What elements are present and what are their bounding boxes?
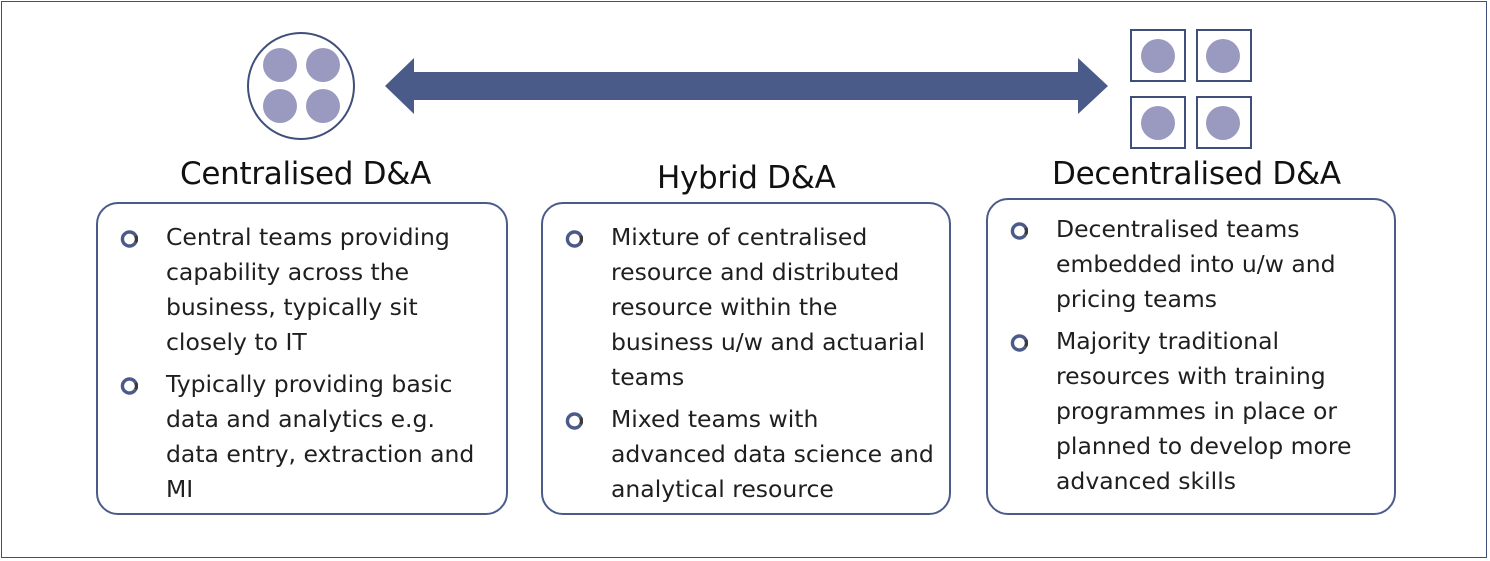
list-item: Central teams providing capability acros… bbox=[98, 220, 506, 360]
ring-bullet-icon bbox=[120, 230, 138, 248]
hybrid-box: Mixture of centralised resource and dist… bbox=[541, 202, 951, 515]
decentralised-heading: Decentralised D&A bbox=[1052, 156, 1341, 192]
four-circles-in-circle-icon bbox=[247, 32, 355, 140]
four-circles-in-squares-icon bbox=[1130, 29, 1252, 149]
bullet-text: Typically providing basic data and analy… bbox=[166, 370, 475, 503]
hybrid-bullet-list: Mixture of centralised resource and dist… bbox=[543, 220, 949, 507]
ring-bullet-icon bbox=[1010, 222, 1028, 240]
list-item: Typically providing basic data and analy… bbox=[98, 367, 506, 507]
ring-bullet-icon bbox=[120, 377, 138, 395]
ring-bullet-icon bbox=[565, 412, 583, 430]
ring-bullet-icon bbox=[565, 230, 583, 248]
list-item: Mixture of centralised resource and dist… bbox=[543, 220, 949, 395]
bullet-text: Majority traditional resources with trai… bbox=[1056, 327, 1352, 495]
list-item: Majority traditional resources with trai… bbox=[988, 324, 1394, 499]
bullet-text: Central teams providing capability acros… bbox=[166, 223, 450, 356]
bullet-text: Mixture of centralised resource and dist… bbox=[611, 223, 926, 391]
list-item: Mixed teams with advanced data science a… bbox=[543, 402, 949, 507]
centralised-heading: Centralised D&A bbox=[180, 156, 431, 192]
double-headed-arrow bbox=[385, 58, 1108, 114]
bullet-text: Mixed teams with advanced data science a… bbox=[611, 405, 934, 503]
centralised-box: Central teams providing capability acros… bbox=[96, 202, 508, 515]
ring-bullet-icon bbox=[1010, 334, 1028, 352]
decentralised-box: Decentralised teams embedded into u/w an… bbox=[986, 198, 1396, 515]
hybrid-heading: Hybrid D&A bbox=[657, 160, 836, 196]
decentralised-bullet-list: Decentralised teams embedded into u/w an… bbox=[988, 212, 1394, 499]
centralised-bullet-list: Central teams providing capability acros… bbox=[98, 220, 506, 507]
bullet-text: Decentralised teams embedded into u/w an… bbox=[1056, 215, 1336, 313]
list-item: Decentralised teams embedded into u/w an… bbox=[988, 212, 1394, 317]
